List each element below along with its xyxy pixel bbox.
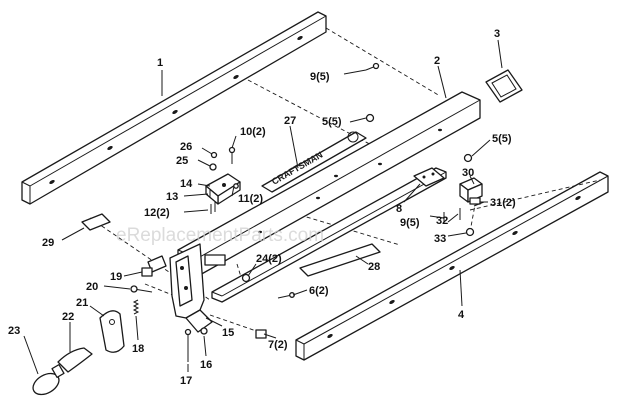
handle-part-22-23 <box>32 347 93 396</box>
callout-5-right: 5(5) <box>492 133 512 145</box>
callout-16: 16 <box>200 359 212 371</box>
callout-5-top: 5(5) <box>322 116 342 128</box>
callout-24: 24(2) <box>256 253 282 265</box>
callout-leaders <box>23 39 503 375</box>
callout-17: 17 <box>180 375 192 387</box>
callout-10: 10(2) <box>240 126 266 138</box>
bracket-part-15 <box>147 243 226 333</box>
callout-33: 33 <box>434 233 446 245</box>
watermark-text: eReplacementParts.com <box>116 225 324 246</box>
clamp-block-part-14 <box>205 173 241 205</box>
callout-23: 23 <box>8 325 20 337</box>
callout-22: 22 <box>62 311 74 323</box>
pad-part-3 <box>485 69 523 103</box>
plate-part-8 <box>413 167 445 187</box>
callout-2: 2 <box>434 55 440 67</box>
callout-19: 19 <box>110 271 122 283</box>
callout-4: 4 <box>458 309 465 321</box>
callout-13: 13 <box>166 191 178 203</box>
callout-26: 26 <box>180 141 192 153</box>
callout-6: 6(2) <box>309 285 329 297</box>
callout-27: 27 <box>284 115 296 127</box>
switch-block-part-30 <box>459 177 483 205</box>
callout-9-top: 9(5) <box>310 71 330 83</box>
callout-31: 31(2) <box>490 197 516 209</box>
callout-21: 21 <box>76 297 88 309</box>
callout-12: 12(2) <box>144 207 170 219</box>
callout-15: 15 <box>222 327 234 339</box>
callout-7: 7(2) <box>268 339 288 351</box>
callout-32: 32 <box>436 215 448 227</box>
callout-20: 20 <box>86 281 98 293</box>
callout-9-right: 9(5) <box>400 217 420 229</box>
angle-rail <box>211 167 447 303</box>
callout-18: 18 <box>132 343 144 355</box>
pad-part-29 <box>81 213 111 231</box>
rail-part-4 <box>295 171 609 361</box>
callout-8: 8 <box>396 203 402 215</box>
callout-29: 29 <box>42 237 54 249</box>
callout-30: 30 <box>462 167 474 179</box>
callout-11: 11(2) <box>238 193 263 205</box>
callout-25: 25 <box>176 155 188 167</box>
strip-part-28 <box>299 243 381 277</box>
callout-1: 1 <box>157 57 163 69</box>
rail-part-1 <box>21 11 327 205</box>
callout-14: 14 <box>180 178 193 190</box>
callout-3: 3 <box>494 28 500 40</box>
lever-part-21 <box>99 310 125 353</box>
callout-labels: 1 2 3 4 5(5) 5(5) 6(2) 7(2) 8 9(5) 9(5) … <box>8 28 516 387</box>
callout-28: 28 <box>368 261 380 273</box>
